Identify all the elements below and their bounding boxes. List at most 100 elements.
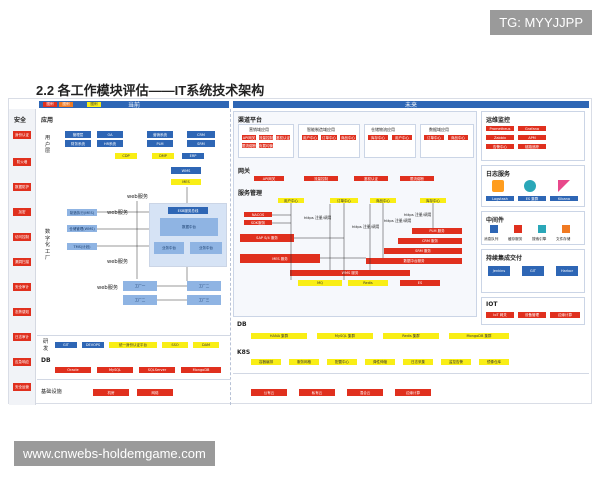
k8s-box: 容器编排 <box>251 359 281 365</box>
service-big-box: MES 服务 <box>240 254 320 263</box>
gateway-box: 流量控制 <box>304 176 338 181</box>
service-chip: 限流熔断 <box>242 143 256 148</box>
service-box: 商品中心 <box>370 198 396 203</box>
service-chip: 商品中心 <box>340 135 356 140</box>
service-right-box: CRM 服务 <box>398 238 462 244</box>
current-app-label: 应用 <box>41 117 54 124</box>
service-right-box: PLM 服务 <box>412 228 462 234</box>
legend-chip: 图例 <box>87 102 101 107</box>
ci-panel: 持续集成交付 Jenkins GIT Harbor <box>481 249 585 293</box>
service-chip: 鉴权认证 <box>276 135 290 140</box>
security-item: 数据防护 <box>13 183 31 191</box>
current-connectors <box>97 187 188 301</box>
current-divider <box>37 335 231 336</box>
current-infra-label: 基础设施 <box>41 389 62 395</box>
future-platform-label: 渠道平台 <box>238 117 263 124</box>
devops-box: 统一身份认证平台 <box>109 342 157 348</box>
plant-box: 工厂三 <box>187 295 221 305</box>
edge-label: web服务 <box>127 194 149 200</box>
legend-chip: 图例 <box>43 102 57 107</box>
app-box: SRM <box>187 140 215 147</box>
future-infra-box: 边缘计算 <box>395 389 431 396</box>
current-digital-label: 数字化工厂 <box>45 229 51 261</box>
k8s-box: 镜像仓库 <box>479 359 509 365</box>
iot-box: IoT 网关 <box>486 312 514 318</box>
security-item: 访问控制 <box>13 233 31 241</box>
ops-box: Prometheus <box>486 126 514 131</box>
https-label: https 注册/调用 <box>352 224 380 229</box>
db-box: MongoDB <box>181 367 221 373</box>
service-right-box: 数据中台服务 <box>366 258 462 264</box>
app-box: 财务系统 <box>65 140 91 147</box>
plant-box: 工厂二 <box>123 295 157 305</box>
app-box: CRM <box>187 131 215 138</box>
service-chip: 订单中心 <box>424 135 444 140</box>
platform-group-title: 智能制造域应用 <box>307 127 335 132</box>
mq-icon <box>490 225 498 233</box>
service-big-box: SAP S/4 服务 <box>240 234 294 242</box>
app-highlight-box: DMP <box>152 153 174 159</box>
middleware-item: 消息队列 <box>484 237 499 241</box>
gateway-box: API网关 <box>254 176 284 181</box>
db-box: Oracle <box>55 367 91 373</box>
factory-box: 制造执行(MES) <box>67 209 97 216</box>
middleware-item: 搜索引擎 <box>532 237 547 241</box>
logstash-icon <box>492 180 504 192</box>
ci-box: GIT <box>522 266 544 276</box>
devops-box: GIT <box>55 342 77 348</box>
future-db-box: HANA 集群 <box>251 333 307 339</box>
app-box: PLM <box>147 140 173 147</box>
service-chip: 订单中心 <box>321 135 337 140</box>
future-divider <box>233 373 589 374</box>
watermark-bottom: www.cnwebs-holdemgame.com <box>14 441 215 466</box>
future-main-panel: 渠道平台 营销域应用 API网关 流量控制 鉴权认证 限流熔断 负载均衡 智能制… <box>233 111 477 317</box>
security-item: 加密 <box>13 208 31 216</box>
ops-box: 链路追踪 <box>518 144 546 149</box>
current-architecture: 应用 用户层 管理层 财务系统 OA HR系统 营销系统 PLM CRM SRM… <box>37 109 231 405</box>
plant-box: 工厂二 <box>187 281 221 291</box>
kibana-icon <box>558 180 570 192</box>
ops-panel: 运维监控 Prometheus Grafana Zabbix APM 告警中心 … <box>481 111 585 161</box>
service-chip: API网关 <box>242 135 256 140</box>
future-header-label: 未来 <box>404 102 417 109</box>
future-infra-box: 混合云 <box>347 389 383 396</box>
iot-panel: IOT IoT 网关 设备管理 边缘计算 <box>481 297 585 325</box>
current-header-label: 当前 <box>127 102 140 109</box>
future-db-box: Redis 集群 <box>383 333 439 339</box>
ops-box: APM <box>518 135 546 140</box>
middleware-panel: 中间件 消息队列 缓存服务 搜索引擎 文件存储 <box>481 211 585 245</box>
gateway-box: 限流熔断 <box>400 176 434 181</box>
log-label: 日志服务 <box>486 171 511 178</box>
https-label: https 注册/调用 <box>384 218 412 223</box>
current-user-label: 用户层 <box>45 135 51 154</box>
legend-chip: 图例 <box>59 102 73 107</box>
edge-label: web服务 <box>107 259 129 265</box>
iot-label: IOT <box>486 301 498 308</box>
devops-box: SSO <box>162 342 188 348</box>
app-highlight-box: CDP <box>115 153 137 159</box>
future-db-box: MySQL 集群 <box>317 333 373 339</box>
security-item: 日志审计 <box>13 333 31 341</box>
future-k8s-label: K8S <box>237 349 251 356</box>
middleware-item: 缓存服务 <box>508 237 523 241</box>
app-highlight-box: MES <box>171 179 201 185</box>
storage-icon <box>562 225 570 233</box>
devops-box: DAM <box>193 342 219 348</box>
future-architecture: 渠道平台 营销域应用 API网关 流量控制 鉴权认证 限流熔断 负载均衡 智能制… <box>233 109 591 405</box>
middleware-label: 中间件 <box>486 217 505 224</box>
watermark-top: TG: MYYJJPP <box>490 10 592 35</box>
current-divider <box>37 379 231 380</box>
platform-group: 智能制造域应用 用户中心 订单中心 商品中心 <box>298 124 360 158</box>
app-box: WMS <box>171 167 201 174</box>
k8s-box: 弹性伸缩 <box>365 359 395 365</box>
ops-label: 运维监控 <box>486 117 511 124</box>
security-item: 身份认证 <box>13 131 31 139</box>
current-db-label: DB <box>41 357 51 364</box>
ops-box: 告警中心 <box>486 144 514 149</box>
security-item: 漏洞扫描 <box>13 258 31 266</box>
service-chip: 商品中心 <box>448 135 468 140</box>
devops-box: DEVOPS <box>82 342 104 348</box>
infra-box: 机房 <box>93 389 129 396</box>
security-item: 安全审计 <box>13 283 31 291</box>
ops-box: Zabbix <box>486 135 514 140</box>
